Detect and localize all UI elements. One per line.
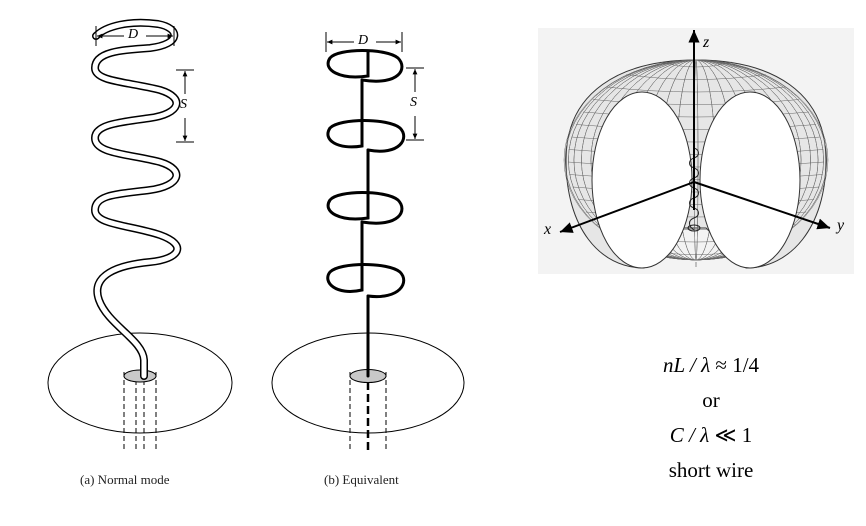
radiation-pattern-3d <box>538 28 854 274</box>
normal-mode-helix-figure <box>47 18 233 452</box>
mesh-parallel <box>592 99 800 105</box>
mesh-parallel <box>606 86 786 93</box>
condition-length-var: nL / λ <box>662 353 711 377</box>
diameter-label-b: D <box>358 33 369 48</box>
condition-circumference: C / λ ≪ 1 <box>616 420 806 450</box>
condition-or: or <box>702 388 720 412</box>
diameter-dimension-b <box>325 32 403 52</box>
equivalent-wire-b <box>326 49 406 378</box>
y-axis <box>693 181 831 230</box>
equivalent-model-figure <box>271 32 465 452</box>
spacing-label-b: S <box>410 95 417 110</box>
z-axis-label: z <box>703 34 710 51</box>
right-lobe-section <box>699 91 801 269</box>
x-axis-label: x <box>544 221 552 238</box>
diameter-dimension-a <box>95 26 175 46</box>
mesh-parallel <box>626 74 766 80</box>
spacing-dimension-a <box>176 69 194 143</box>
helix-wire-a <box>91 18 182 380</box>
spacing-dimension-b <box>406 67 424 141</box>
condition-circumference-var: C / λ <box>669 423 710 447</box>
condition-length-value: ≈ 1/4 <box>710 353 760 377</box>
diameter-label-a: D <box>128 27 139 42</box>
ground-plane-a <box>47 332 233 434</box>
condition-short-wire: short wire <box>668 458 754 482</box>
left-lobe-section <box>591 91 693 269</box>
spacing-label-a: S <box>180 97 187 112</box>
condition-length: nL / λ ≈ 1/4 <box>616 350 806 380</box>
mesh-parallel <box>660 61 732 68</box>
y-axis-label: y <box>837 217 845 234</box>
caption-normal-mode: (a) Normal mode <box>80 472 170 487</box>
axes <box>559 30 831 233</box>
condition-circumference-value: ≪ 1 <box>709 423 753 447</box>
x-axis <box>559 181 695 233</box>
caption-equivalent: (b) Equivalent <box>324 472 399 487</box>
